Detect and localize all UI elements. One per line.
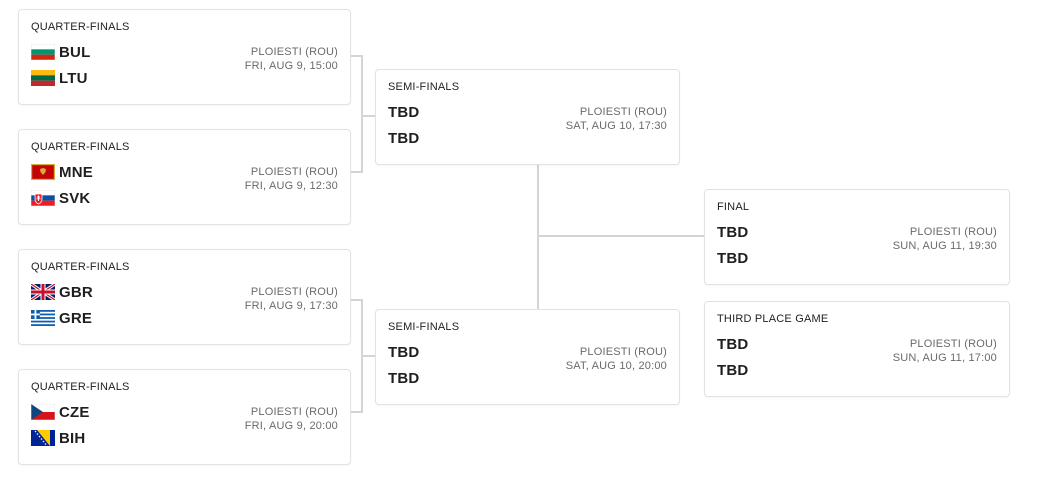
team-code: BUL xyxy=(59,43,91,61)
datetime-text: FRI, AUG 9, 17:30 xyxy=(244,300,338,312)
match-meta: PLOIESTI (ROU) SUN, AUG 11, 19:30 xyxy=(893,225,997,253)
match-stage-label: QUARTER-FINALS xyxy=(31,21,130,33)
match-meta: PLOIESTI (ROU) FRI, AUG 9, 17:30 xyxy=(245,285,338,313)
match-meta: PLOIESTI (ROU) SAT, AUG 10, 20:00 xyxy=(566,345,667,373)
team-row-home: CZE xyxy=(31,402,90,422)
match-stage-label: FINAL xyxy=(717,201,750,213)
match-stage-label: SEMI-FINALS xyxy=(388,81,460,93)
team-code: TBD xyxy=(388,129,420,147)
connector-qf12-vertical xyxy=(361,55,363,173)
match-stage-label: SEMI-FINALS xyxy=(388,321,460,333)
team-row-away: BIH xyxy=(31,428,85,448)
venue-text: PLOIESTI (ROU) xyxy=(579,346,667,358)
team-code: BIH xyxy=(59,429,86,447)
connector-qf2-horizontal xyxy=(351,171,363,173)
datetime-text: SUN, AUG 11, 17:00 xyxy=(892,352,997,364)
team-code: GBR xyxy=(59,283,93,301)
team-row-away: TBD xyxy=(717,360,748,380)
team-code: LTU xyxy=(59,69,88,87)
team-row-away: TBD xyxy=(717,248,748,268)
connector-qf3-horizontal xyxy=(351,299,363,301)
match-meta: PLOIESTI (ROU) FRI, AUG 9, 20:00 xyxy=(245,405,338,433)
team-code: TBD xyxy=(717,223,749,241)
venue-text: PLOIESTI (ROU) xyxy=(909,226,997,238)
team-code: TBD xyxy=(388,369,420,387)
venue-text: PLOIESTI (ROU) xyxy=(250,46,338,58)
team-row-home: TBD xyxy=(717,222,748,242)
match-card-final[interactable]: FINAL TBD TBD PLOIESTI (ROU) SUN, AUG 11… xyxy=(704,189,1010,285)
team-row-home: MNE xyxy=(31,162,93,182)
connector-sf-vertical xyxy=(537,164,539,310)
match-meta: PLOIESTI (ROU) SUN, AUG 11, 17:00 xyxy=(893,337,997,365)
great-britain-flag-icon xyxy=(31,284,55,300)
connector-qf1-horizontal xyxy=(351,55,363,57)
match-card-semi-final-2[interactable]: SEMI-FINALS TBD TBD PLOIESTI (ROU) SAT, … xyxy=(375,309,680,405)
venue-text: PLOIESTI (ROU) xyxy=(250,406,338,418)
venue-text: PLOIESTI (ROU) xyxy=(579,106,667,118)
team-code: TBD xyxy=(717,335,749,353)
match-stage-label: QUARTER-FINALS xyxy=(31,261,130,273)
connector-to-final xyxy=(537,235,705,237)
connector-to-sf2 xyxy=(361,355,375,357)
slovakia-flag-icon xyxy=(31,190,55,206)
lithuania-flag-icon xyxy=(31,70,55,86)
team-row-away: SVK xyxy=(31,188,90,208)
venue-text: PLOIESTI (ROU) xyxy=(909,338,997,350)
match-meta: PLOIESTI (ROU) SAT, AUG 10, 17:30 xyxy=(566,105,667,133)
greece-flag-icon xyxy=(31,310,55,326)
team-row-away: GRE xyxy=(31,308,92,328)
datetime-text: SAT, AUG 10, 17:30 xyxy=(565,120,667,132)
team-code: TBD xyxy=(388,103,420,121)
datetime-text: FRI, AUG 9, 12:30 xyxy=(244,180,338,192)
bosnia-flag-icon xyxy=(31,430,55,446)
match-stage-label: THIRD PLACE GAME xyxy=(717,313,829,325)
connector-qf4-horizontal xyxy=(351,411,363,413)
match-card-quarter-final-3[interactable]: QUARTER-FINALS GBR GRE PLOIESTI (ROU) FR… xyxy=(18,249,351,345)
team-row-away: TBD xyxy=(388,368,419,388)
team-code: MNE xyxy=(59,163,93,181)
match-card-quarter-final-4[interactable]: QUARTER-FINALS CZE BIH PLOIESTI (ROU) FR… xyxy=(18,369,351,465)
datetime-text: SAT, AUG 10, 20:00 xyxy=(565,360,667,372)
match-card-third-place[interactable]: THIRD PLACE GAME TBD TBD PLOIESTI (ROU) … xyxy=(704,301,1010,397)
team-row-home: GBR xyxy=(31,282,93,302)
team-row-home: TBD xyxy=(388,102,419,122)
match-card-quarter-final-2[interactable]: QUARTER-FINALS MNE SVK PLOIESTI (ROU) FR… xyxy=(18,129,351,225)
team-row-home: TBD xyxy=(388,342,419,362)
match-card-quarter-final-1[interactable]: QUARTER-FINALS BUL LTU PLOIESTI (ROU) FR… xyxy=(18,9,351,105)
datetime-text: SUN, AUG 11, 19:30 xyxy=(892,240,997,252)
datetime-text: FRI, AUG 9, 15:00 xyxy=(244,60,338,72)
team-code: SVK xyxy=(59,189,91,207)
match-meta: PLOIESTI (ROU) FRI, AUG 9, 12:30 xyxy=(245,165,338,193)
team-row-away: LTU xyxy=(31,68,88,88)
match-stage-label: QUARTER-FINALS xyxy=(31,381,130,393)
venue-text: PLOIESTI (ROU) xyxy=(250,286,338,298)
match-meta: PLOIESTI (ROU) FRI, AUG 9, 15:00 xyxy=(245,45,338,73)
czechia-flag-icon xyxy=(31,404,55,420)
datetime-text: FRI, AUG 9, 20:00 xyxy=(244,420,338,432)
match-card-semi-final-1[interactable]: SEMI-FINALS TBD TBD PLOIESTI (ROU) SAT, … xyxy=(375,69,680,165)
team-code: TBD xyxy=(717,249,749,267)
team-row-home: TBD xyxy=(717,334,748,354)
team-code: TBD xyxy=(717,361,749,379)
montenegro-flag-icon xyxy=(31,164,55,180)
connector-to-sf1 xyxy=(361,115,375,117)
team-row-away: TBD xyxy=(388,128,419,148)
venue-text: PLOIESTI (ROU) xyxy=(250,166,338,178)
team-code: CZE xyxy=(59,403,90,421)
team-row-home: BUL xyxy=(31,42,90,62)
team-code: TBD xyxy=(388,343,420,361)
team-code: GRE xyxy=(59,309,93,327)
bulgaria-flag-icon xyxy=(31,44,55,60)
match-stage-label: QUARTER-FINALS xyxy=(31,141,130,153)
